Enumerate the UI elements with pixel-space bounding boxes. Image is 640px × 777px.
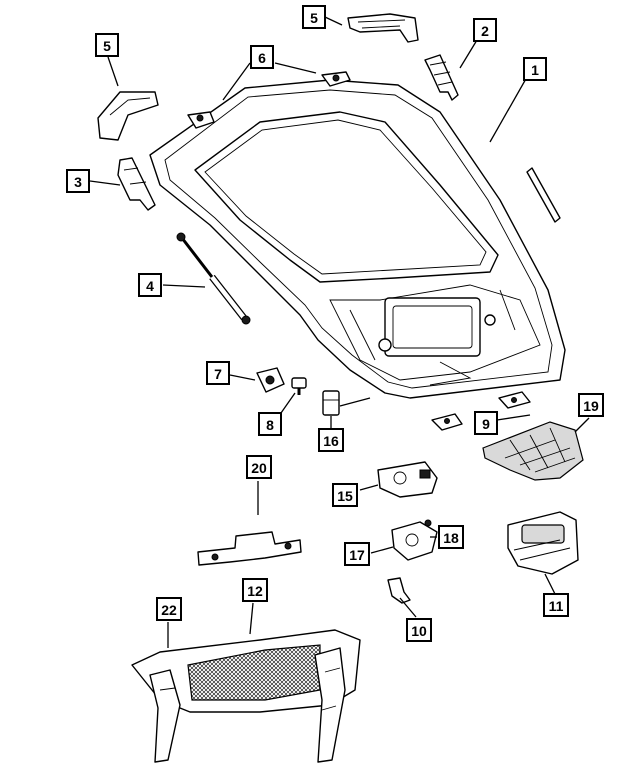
callout-box — [206, 361, 230, 385]
callout-box — [344, 542, 370, 566]
callout-box — [258, 412, 282, 436]
callout-number: 1 — [531, 62, 539, 78]
liftgate-panel — [149, 79, 566, 399]
callout-number: 17 — [349, 547, 365, 563]
bolt — [291, 377, 307, 395]
callout-c5a: 5 — [95, 33, 119, 57]
callout-box — [302, 5, 326, 29]
callout-box — [578, 393, 604, 417]
callout-number: 5 — [103, 38, 111, 54]
callout-number: 12 — [247, 583, 263, 599]
callout-box — [332, 483, 358, 507]
callout-c7: 7 — [206, 361, 230, 385]
callout-number: 19 — [583, 398, 599, 414]
liftgate-bumper-block — [322, 390, 340, 416]
callout-box — [138, 273, 162, 297]
callout-c8: 8 — [258, 412, 282, 436]
bump-stop-left — [187, 111, 215, 129]
callout-number: 9 — [482, 416, 490, 432]
callout-c3: 3 — [66, 169, 90, 193]
license-lamp-left — [431, 413, 463, 431]
callout-c16: 16 — [318, 428, 344, 452]
callout-c18: 18 — [438, 525, 464, 549]
callout-box — [406, 618, 432, 642]
callout-c2: 2 — [473, 18, 497, 42]
callout-c4: 4 — [138, 273, 162, 297]
callout-box — [156, 597, 182, 621]
liftgate-latch — [391, 519, 438, 561]
callout-number: 22 — [161, 602, 177, 618]
liftgate-bumper-right — [424, 54, 459, 101]
latch-actuator — [377, 461, 438, 498]
bump-stop-right — [321, 71, 351, 87]
callout-c15: 15 — [332, 483, 358, 507]
callout-number: 6 — [258, 50, 266, 66]
callout-c5b: 5 — [302, 5, 326, 29]
callout-c9: 9 — [474, 411, 498, 435]
callout-c22: 22 — [156, 597, 182, 621]
callout-box — [246, 455, 272, 479]
callout-c19: 19 — [578, 393, 604, 417]
liftgate-bumper-left — [117, 157, 156, 211]
callout-box — [66, 169, 90, 193]
callout-c17: 17 — [344, 542, 370, 566]
hinge-left — [97, 91, 159, 141]
callout-number: 16 — [323, 433, 339, 449]
callout-box — [473, 18, 497, 42]
callout-number: 7 — [214, 366, 222, 382]
license-lamp-right — [498, 391, 531, 409]
grommet — [256, 367, 285, 393]
leader-lines — [89, 16, 590, 648]
callout-box — [543, 593, 569, 617]
weatherstrip-piece — [526, 167, 561, 223]
callout-c12: 12 — [242, 578, 268, 602]
callout-number: 3 — [74, 174, 82, 190]
callout-number: 20 — [251, 460, 267, 476]
callout-c10: 10 — [406, 618, 432, 642]
callout-box — [95, 33, 119, 57]
liftgate-trim-panel — [131, 629, 361, 763]
callout-c6: 6 — [250, 45, 274, 69]
gas-prop-strut — [176, 232, 251, 325]
callout-box — [438, 525, 464, 549]
latch-bracket-19 — [482, 421, 584, 481]
callout-number: 5 — [310, 10, 318, 26]
callout-number: 4 — [146, 278, 154, 294]
callout-number: 2 — [481, 23, 489, 39]
callout-box — [250, 45, 274, 69]
callout-c20: 20 — [246, 455, 272, 479]
callout-box — [523, 57, 547, 81]
striker — [387, 577, 411, 604]
hinge-top — [347, 13, 419, 43]
callout-number: 11 — [549, 598, 564, 614]
callout-box — [318, 428, 344, 452]
callout-number: 18 — [443, 530, 459, 546]
callout-number: 15 — [337, 488, 353, 504]
callout-c1: 1 — [523, 57, 547, 81]
callout-number: 8 — [266, 417, 274, 433]
callout-number: 10 — [411, 623, 427, 639]
callout-box — [242, 578, 268, 602]
bracket-20 — [197, 531, 302, 566]
callout-c11: 11 — [543, 593, 569, 617]
handle-housing — [507, 511, 579, 575]
callout-box — [474, 411, 498, 435]
